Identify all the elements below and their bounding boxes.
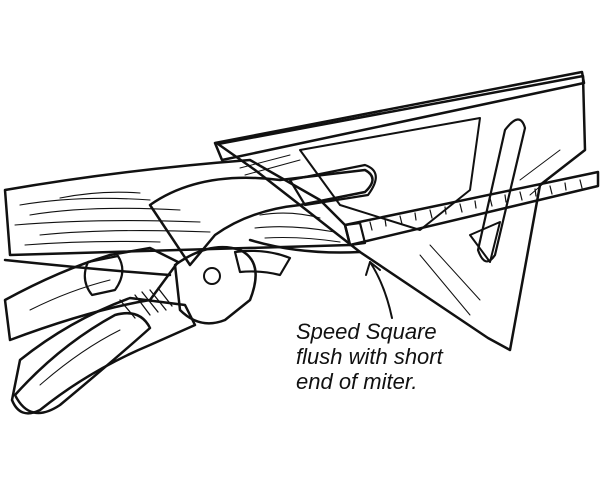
annotation-caption: Speed Square flush with short end of mit… <box>296 319 586 394</box>
caption-line-3: end of miter. <box>296 369 418 394</box>
wood-boards <box>3 158 362 277</box>
caption-line-2: flush with short <box>296 344 443 369</box>
caption-line-1: Speed Square <box>296 319 437 344</box>
spring-clamp <box>3 163 377 415</box>
leader-arrow <box>365 261 393 319</box>
